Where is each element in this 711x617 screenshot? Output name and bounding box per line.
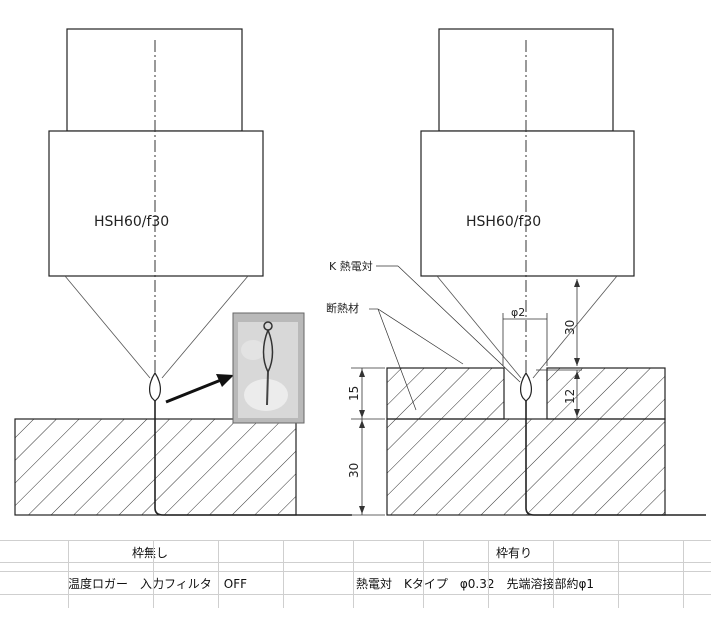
gap-arrow-top [574, 279, 580, 287]
left-heater-label: HSH60/f30 [94, 214, 169, 230]
right-heater-label: HSH60/f30 [466, 214, 541, 230]
dim-base-label: 30 [347, 463, 361, 478]
sheet-col-line [68, 540, 69, 608]
sheet-col-line [353, 540, 354, 608]
left-thermocouple-tip [149, 371, 161, 402]
sheet-col-line [423, 540, 424, 608]
left-heater-body [48, 130, 264, 277]
left-cone-line-left [64, 275, 151, 379]
sheet-col-line [488, 540, 489, 608]
dim-frame-label: 15 [347, 386, 361, 401]
thermocouple-leader-b [397, 265, 521, 383]
right-figure: φ2 30 12 15 30 K 熱電対 断熱材 HSH60/f30 [326, 28, 706, 516]
dim-gap-label: 30 [563, 320, 577, 335]
sheet-row-blank [0, 562, 711, 585]
technical-drawing: HSH60/f30 φ2 30 12 1 [14, 28, 706, 516]
left-thermocouple-wire [154, 398, 352, 516]
insulation-label: 断熱材 [326, 301, 359, 315]
left-table-label: 枠無し [132, 546, 169, 560]
base-arrow-top [359, 420, 365, 428]
right-thermocouple-tip [520, 371, 532, 402]
dim-inner-label: 12 [563, 389, 577, 404]
right-cone-line-left [436, 275, 522, 379]
left-note: 温度ロガー 入力フィルタ OFF [68, 577, 248, 591]
sheet-col-line [283, 540, 284, 608]
right-heater-body [420, 130, 635, 277]
left-pointer-arrow-head [216, 374, 234, 387]
sheet-row-notes: 温度ロガー 入力フィルタ OFF 熱電対 Kタイプ φ0.32 先端溶接部約φ1 [0, 571, 711, 594]
dim-phi-label: φ2 [511, 306, 525, 319]
left-cone-line-right [161, 275, 249, 379]
base-arrow-bottom [359, 506, 365, 514]
right-note: 熱電対 Kタイプ φ0.32 先端溶接部約φ1 [356, 577, 595, 591]
sheet-col-line [618, 540, 619, 608]
sheet-row-bottom [0, 594, 711, 617]
thermocouple-label: K 熱電対 [329, 259, 373, 273]
frame-arrow-bottom [359, 410, 365, 418]
right-frame-right [546, 367, 666, 420]
left-figure: HSH60/f30 [14, 28, 352, 516]
right-table-label: 枠有り [496, 546, 533, 560]
insulation-leader-c [377, 308, 417, 411]
inner-arrow-bottom [574, 409, 580, 417]
frame-arrow-top [359, 369, 365, 377]
sheet-col-line [683, 540, 684, 608]
gap-arrow-bottom [574, 358, 580, 366]
right-frame-left [386, 367, 505, 420]
tip-photo [232, 312, 305, 424]
inner-arrow-top [574, 371, 580, 379]
insulation-leader-b [377, 308, 464, 365]
left-pointer-arrow-line [165, 378, 222, 404]
sheet-col-line [153, 540, 154, 608]
sheet-row-captions: 枠無し 枠有り [0, 540, 711, 563]
sheet-col-line [218, 540, 219, 608]
sheet-col-line [553, 540, 554, 608]
right-thermocouple-wire [525, 398, 706, 516]
